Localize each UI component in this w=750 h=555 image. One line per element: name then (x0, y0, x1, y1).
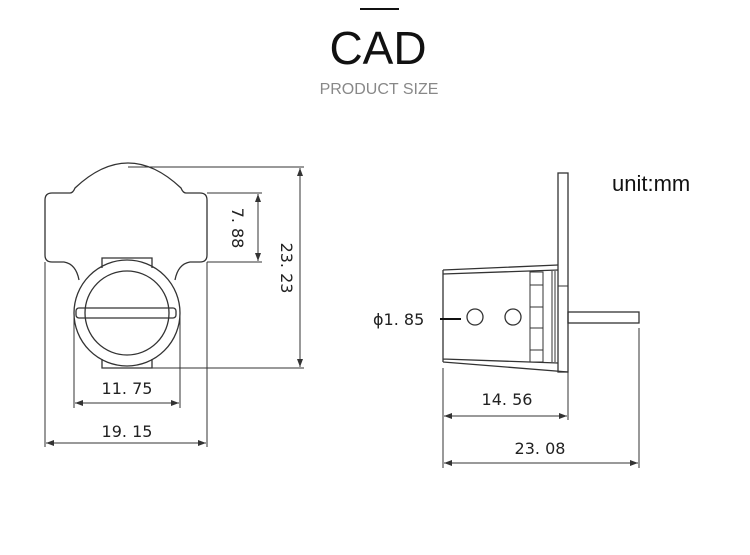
side-tapered-body (442, 264, 569, 373)
dim-hole-diameter: ϕ1. 85 (373, 310, 424, 329)
front-outer-ring (73, 259, 181, 367)
dim-total-width: 19. 15 (102, 422, 153, 441)
dim-body-length: 14. 56 (482, 390, 533, 409)
front-view: 7. 88 23. 23 11. 75 19. 15 (44, 162, 304, 447)
side-view: ϕ1. 85 14. 56 23. 08 (373, 172, 640, 468)
dim-total-length: 23. 08 (515, 439, 566, 458)
unit-label: unit:mm (612, 171, 690, 196)
dim-inner-width: 11. 75 (102, 379, 153, 398)
page-subtitle: PRODUCT SIZE (320, 81, 439, 98)
dim-height-total: 23. 23 (277, 243, 296, 294)
front-top-notch (101, 257, 153, 268)
side-hole-1 (466, 308, 484, 326)
side-plate (557, 172, 569, 373)
side-hole-2 (504, 308, 522, 326)
front-bottom-notch (101, 359, 153, 369)
side-pin (567, 311, 640, 324)
dim-height-top: 7. 88 (228, 208, 247, 249)
side-ribs (529, 271, 544, 363)
page-title: CAD (329, 22, 426, 74)
front-outline (44, 162, 208, 281)
front-inner-ring (84, 270, 170, 356)
front-slot-bar (75, 307, 177, 319)
